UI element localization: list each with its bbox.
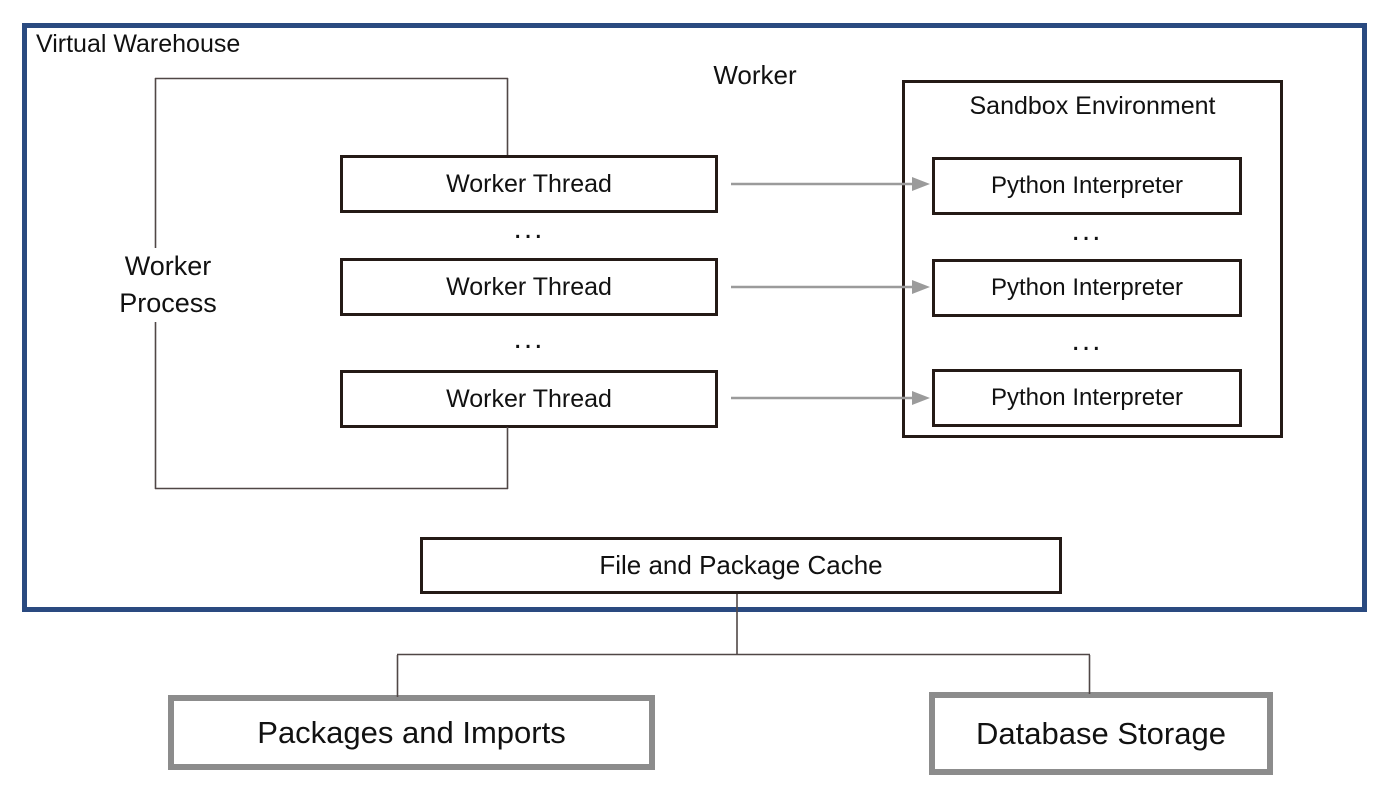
worker-thread-box: Worker Thread	[340, 370, 718, 428]
python-interpreter-box: Python Interpreter	[932, 369, 1242, 427]
packages-imports-box: Packages and Imports	[168, 695, 655, 770]
sandbox-environment-label: Sandbox Environment	[969, 92, 1216, 120]
database-storage-box: Database Storage	[929, 692, 1273, 775]
file-package-cache-label: File and Package Cache	[599, 550, 883, 580]
worker-thread-label: Worker Thread	[446, 272, 612, 301]
worker-thread-label: Worker Thread	[446, 169, 612, 198]
thread-ellipsis: ...	[513, 322, 545, 355]
virtual-warehouse-label: Virtual Warehouse	[36, 30, 241, 58]
python-interpreter-box: Python Interpreter	[932, 157, 1242, 215]
database-storage-label: Database Storage	[976, 715, 1226, 751]
python-interpreter-label: Python Interpreter	[990, 274, 1184, 301]
interpreter-ellipsis: ...	[1071, 214, 1103, 247]
worker-label: Worker	[713, 60, 797, 90]
virtual-warehouse-box	[22, 23, 1367, 612]
packages-imports-label: Packages and Imports	[257, 714, 566, 750]
worker-process-line1: Worker	[124, 251, 212, 281]
worker-thread-label: Worker Thread	[446, 384, 612, 413]
thread-ellipsis: ...	[513, 212, 545, 245]
python-interpreter-label: Python Interpreter	[990, 172, 1184, 199]
file-package-cache-box: File and Package Cache	[420, 537, 1062, 594]
python-interpreter-label: Python Interpreter	[990, 384, 1184, 411]
worker-process-line2: Process	[119, 288, 217, 318]
worker-process-label: Worker Process	[104, 248, 232, 322]
worker-thread-box: Worker Thread	[340, 258, 718, 316]
interpreter-ellipsis: ...	[1071, 324, 1103, 357]
worker-thread-box: Worker Thread	[340, 155, 718, 213]
python-interpreter-box: Python Interpreter	[932, 259, 1242, 317]
